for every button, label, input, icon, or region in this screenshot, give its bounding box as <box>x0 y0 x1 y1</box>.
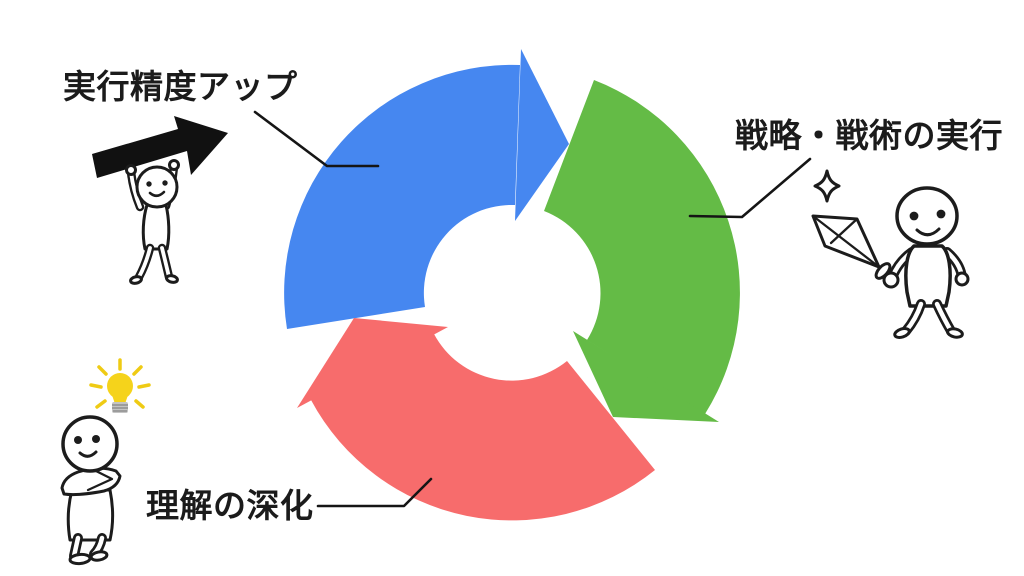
cycle-arrow-step2-head <box>573 331 719 422</box>
left-leg-fill <box>137 246 152 279</box>
left-eye <box>74 436 82 444</box>
arm-fold-lines <box>86 468 114 492</box>
sword-hand <box>882 271 900 289</box>
connector-step2 <box>688 157 812 219</box>
figure-person-thinking <box>60 358 151 566</box>
lightbulb-glass <box>107 373 133 399</box>
cycle-arrow-step3-body <box>311 334 655 521</box>
right-eye <box>92 435 100 443</box>
connector-step1 <box>253 110 380 168</box>
right-foot <box>165 274 179 284</box>
cycle-arrow-step1-body <box>284 64 520 330</box>
right-eye <box>162 180 168 186</box>
right-eye <box>936 209 946 219</box>
cycle-arrow-step3-head <box>297 318 448 408</box>
cycle-arrow-step1-head <box>515 49 569 221</box>
left-foot <box>68 552 92 566</box>
left-eye <box>146 181 152 187</box>
head <box>895 186 959 246</box>
torso <box>904 244 952 308</box>
up-right-arrow-icon <box>92 116 228 178</box>
torso <box>66 488 115 542</box>
head <box>135 165 179 209</box>
smile <box>915 227 941 237</box>
left-leg-fill <box>71 535 81 559</box>
lightbulb-neck <box>112 395 128 404</box>
figure-person-lifting-arrow <box>92 116 228 285</box>
right-hand <box>168 159 180 171</box>
right-foot <box>946 327 964 339</box>
figure-person-holding-sword <box>811 169 970 339</box>
smile <box>148 190 166 198</box>
left-foot <box>129 275 143 285</box>
lightbulb-ridges <box>112 404 128 412</box>
right-foot <box>89 550 109 562</box>
left-eye <box>909 211 919 221</box>
torso <box>141 203 171 251</box>
label-step2: 戦略・戦術の実行 <box>735 116 1003 155</box>
left-foot <box>893 327 911 339</box>
left-hand <box>125 164 137 176</box>
lightbulb-icon <box>89 358 151 413</box>
label-step1: 実行精度アップ <box>63 67 298 106</box>
right-hand <box>954 271 970 287</box>
lightbulb-rays <box>89 358 151 409</box>
head <box>61 415 119 473</box>
cycle-arrows <box>284 49 740 521</box>
connector-step3 <box>316 477 433 508</box>
sword-facet-1 <box>811 214 881 269</box>
sparkle-icon <box>813 169 841 203</box>
sword-facet-2 <box>829 217 859 245</box>
label-step3: 理解の深化 <box>146 486 314 525</box>
cycle-arrow-step2-body <box>544 80 740 414</box>
smile <box>78 450 98 458</box>
